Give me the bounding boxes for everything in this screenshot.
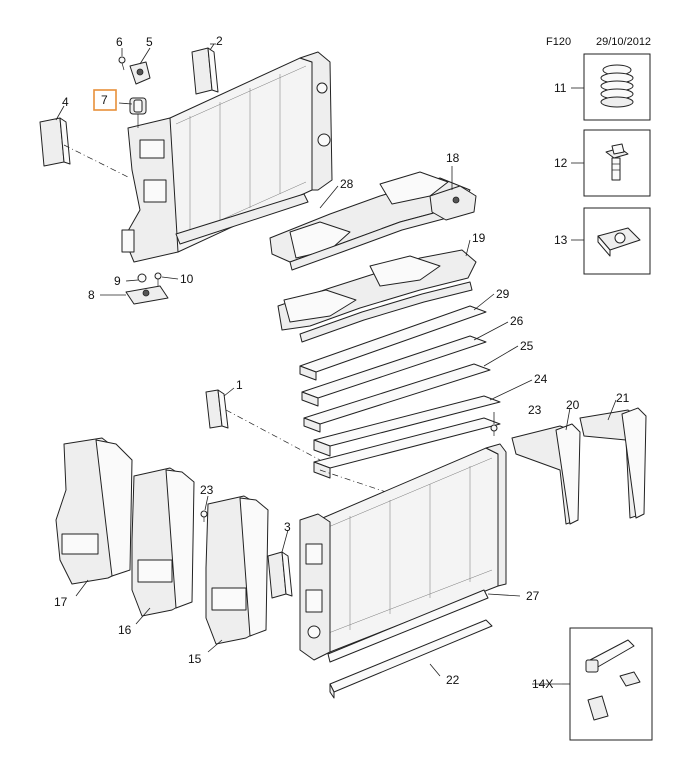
callout-13[interactable]: 13 [554, 233, 568, 247]
callout-21[interactable]: 21 [616, 391, 630, 405]
part-23-screw-lower [200, 510, 208, 522]
callout-15[interactable]: 15 [188, 652, 202, 666]
callout-8[interactable]: 8 [88, 288, 95, 302]
callout-19[interactable]: 19 [472, 231, 486, 245]
part-8-lower-mount [125, 272, 169, 305]
callout-10[interactable]: 10 [180, 272, 194, 286]
part-7-bushing [129, 97, 147, 128]
callout-28[interactable]: 28 [340, 177, 354, 191]
part-1-pad [205, 389, 411, 501]
diagram-date: 29/10/2012 [596, 36, 651, 48]
callout-2[interactable]: 2 [216, 34, 223, 48]
callout-14x[interactable]: 14X [532, 677, 553, 691]
callout-29[interactable]: 29 [496, 287, 510, 301]
callout-6[interactable]: 6 [116, 35, 123, 49]
upper-radiator [121, 51, 333, 263]
part-29-seal [299, 305, 487, 381]
callout-7[interactable]: 7 [101, 93, 108, 107]
clip-nut-box [583, 207, 651, 275]
part-6-screw [118, 56, 126, 71]
part-26-seal [301, 335, 487, 407]
part-5-mount [129, 61, 151, 85]
part-15-duct [205, 495, 269, 645]
part-2-pad [191, 43, 219, 95]
callout-4[interactable]: 4 [62, 95, 69, 109]
part-21-deflector [579, 407, 647, 519]
callout-27[interactable]: 27 [526, 589, 540, 603]
part-4-pad [39, 117, 131, 179]
lower-radiator [299, 443, 507, 663]
part-18-bracket [429, 185, 477, 221]
callout-3[interactable]: 3 [284, 520, 291, 534]
callout-23-lower[interactable]: 23 [200, 483, 214, 497]
callout-18[interactable]: 18 [446, 151, 460, 165]
callout-11[interactable]: 11 [554, 81, 567, 95]
part-23-screw-upper [490, 424, 498, 436]
callout-20[interactable]: 20 [566, 398, 580, 412]
bolt-box [583, 129, 651, 197]
spring-clip-box [583, 53, 651, 121]
part-19-air-guide [277, 249, 477, 343]
callout-1[interactable]: 1 [236, 378, 243, 392]
callout-7-highlight [93, 89, 117, 111]
callouts: 1 2 3 4 5 6 7 8 9 10 11 12 13 14X 15 16 … [54, 34, 630, 691]
callout-16[interactable]: 16 [118, 623, 132, 637]
part-16-duct [131, 467, 195, 617]
callout-22[interactable]: 22 [446, 673, 460, 687]
callout-24[interactable]: 24 [534, 372, 548, 386]
part-3-pad [267, 551, 293, 599]
part-17-duct [55, 437, 133, 585]
callout-23-upper[interactable]: 23 [528, 403, 542, 417]
part-20-deflector [511, 423, 581, 525]
callout-25[interactable]: 25 [520, 339, 534, 353]
leader-lines [55, 43, 617, 685]
diagram-code: F120 [546, 36, 571, 48]
bolt-kit-box [569, 627, 653, 741]
callout-5[interactable]: 5 [146, 35, 153, 49]
callout-9[interactable]: 9 [114, 274, 121, 288]
lower-radiator-fins [325, 457, 493, 635]
callout-12[interactable]: 12 [554, 156, 568, 170]
part-28-air-guide [269, 171, 471, 271]
part-24-seal [313, 395, 501, 479]
part-22-seal [329, 619, 493, 699]
callout-17[interactable]: 17 [54, 595, 68, 609]
callout-26[interactable]: 26 [510, 314, 524, 328]
part-25-seal [303, 363, 491, 433]
